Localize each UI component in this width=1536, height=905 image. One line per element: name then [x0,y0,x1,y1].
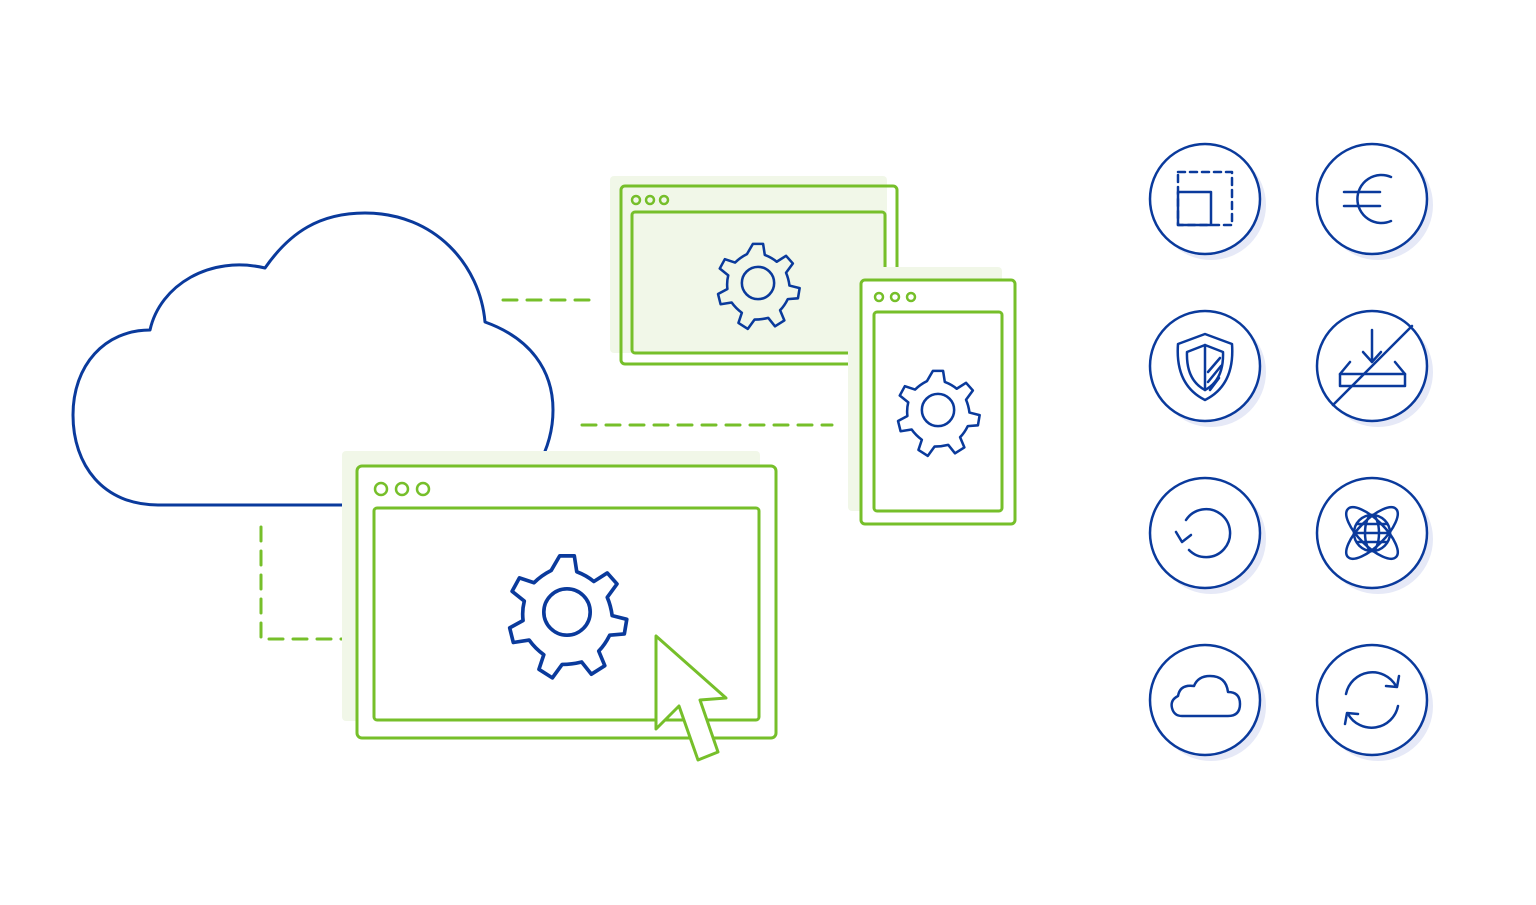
global-network-icon [1315,476,1429,590]
cloud-icon [1148,643,1262,757]
resize-icon [1148,142,1262,256]
sync-icon [1315,643,1429,757]
arrow-cursor[interactable] [654,634,728,762]
no-storage-icon [1315,309,1429,423]
connector-bottom [259,525,344,641]
euro-icon [1315,142,1429,256]
settings-window-right [848,267,1017,526]
connector-lines [259,298,834,641]
cloud-outline [71,211,555,507]
restore-icon [1148,476,1262,590]
shield-icon [1148,309,1262,423]
feature-icon-grid [1148,142,1433,761]
